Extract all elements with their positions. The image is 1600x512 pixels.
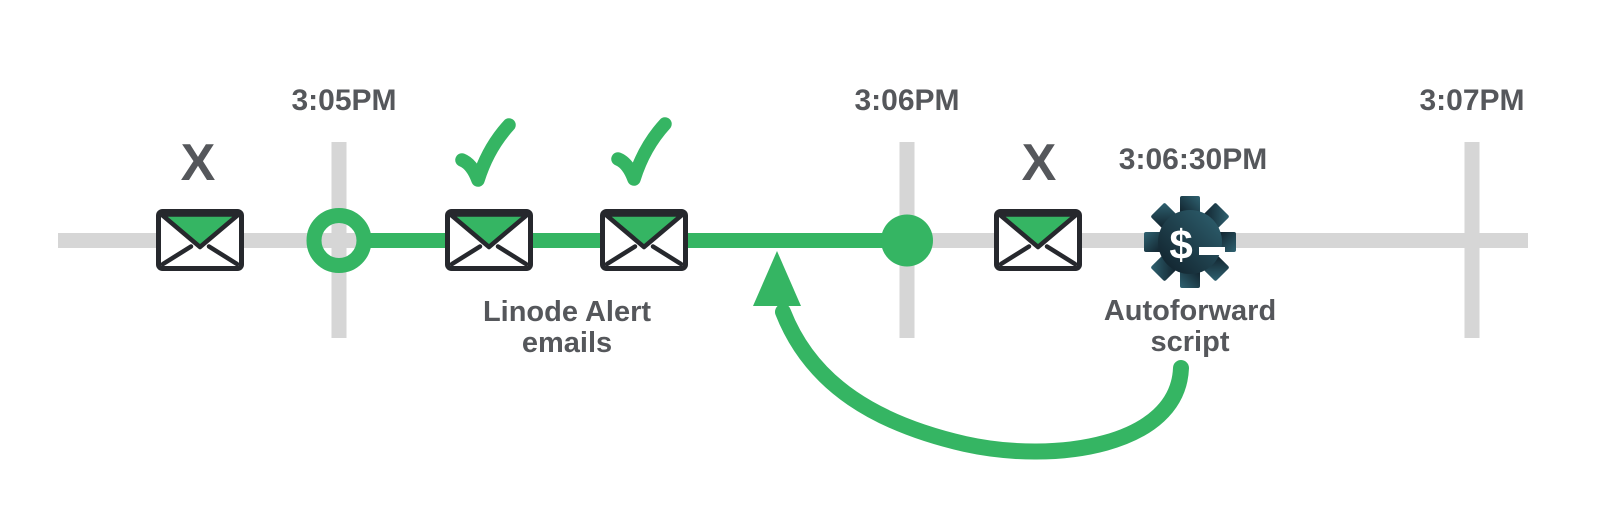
envelope-icon-blocked-right <box>997 212 1080 269</box>
envelope-icon-delivered-2 <box>603 212 686 269</box>
caption-linode-alert-emails: Linode Alert emails <box>483 297 651 359</box>
x-mark-icon-right: X <box>1022 134 1057 192</box>
caption-linode-alert-line1: Linode Alert <box>482 296 652 328</box>
feedback-arrow-curve <box>775 304 1189 460</box>
caption-linode-alert-line2: emails <box>521 327 613 359</box>
time-label-3-06-30: 3:06:30PM <box>1118 143 1268 176</box>
caption-autoforward-line2: script <box>1150 326 1230 358</box>
envelope-icon-blocked-left <box>159 212 242 269</box>
feedback-arrow-head <box>753 251 801 306</box>
tick-3-07 <box>1464 142 1480 338</box>
prompt-cursor-icon <box>1199 247 1225 255</box>
time-label-3-05: 3:05PM <box>291 84 397 117</box>
dollar-prompt-icon: $ <box>1169 221 1192 268</box>
x-mark-icon-left: X <box>181 134 216 192</box>
tick-3-05 <box>331 142 347 338</box>
gear-icon: $ <box>1144 196 1236 288</box>
caption-autoforward-line1: Autoforward <box>1103 295 1277 327</box>
envelope-icon-delivered-1 <box>448 212 531 269</box>
time-label-3-07: 3:07PM <box>1419 84 1525 117</box>
end-dot-marker <box>881 214 933 267</box>
start-ring-marker <box>306 208 372 273</box>
feedback-arrow <box>753 251 1189 460</box>
check-icon-2 <box>618 124 665 179</box>
check-icon-1 <box>462 125 509 180</box>
caption-autoforward-script: Autoforward script <box>1104 296 1276 358</box>
time-label-3-06: 3:06PM <box>854 84 960 117</box>
